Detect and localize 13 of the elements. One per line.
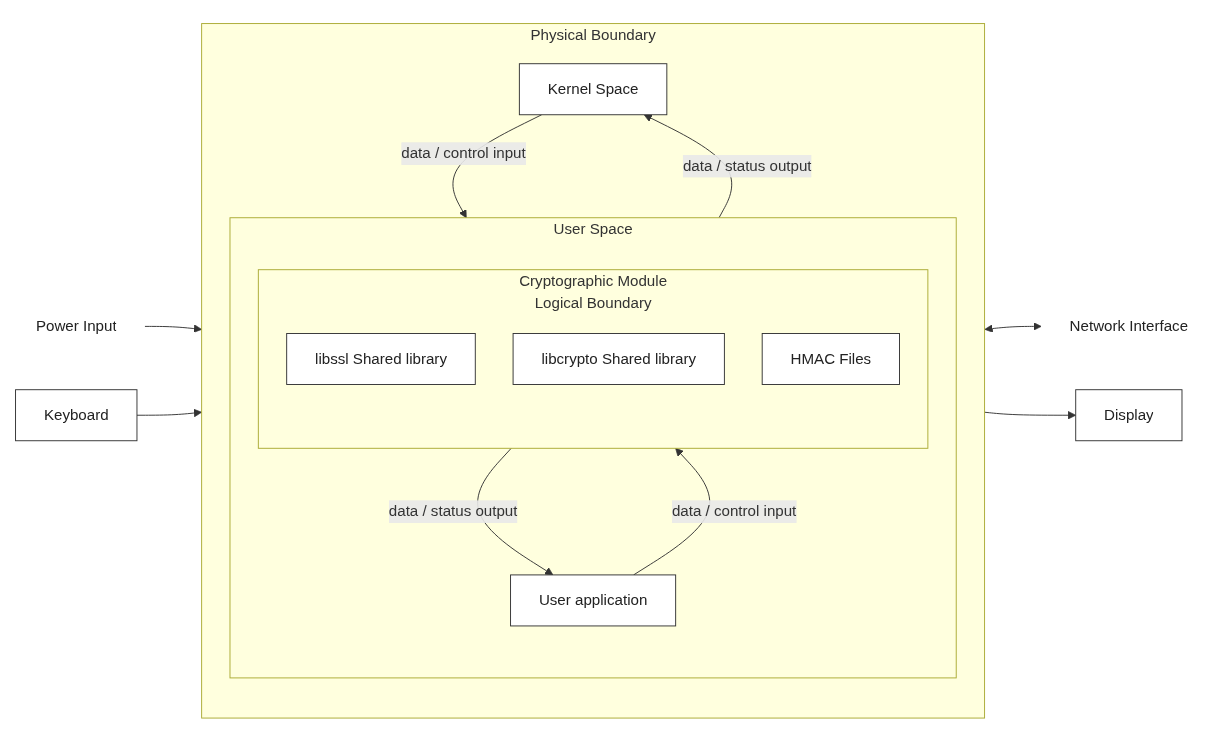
node-box: libcrypto Shared library [512, 333, 725, 386]
node-box: libssl Shared library [286, 333, 476, 386]
edge-label: data / control input [671, 503, 797, 520]
edge-label: data / control input [401, 145, 526, 162]
edge-label: data / status output [682, 157, 812, 174]
node-box: Kernel Space [518, 63, 668, 116]
node-text: Power Input [35, 318, 117, 335]
edge-label: data / status output [388, 503, 518, 520]
node-box: User application [510, 574, 677, 627]
node-box: HMAC Files [761, 333, 900, 386]
node-text: Network Interface [1069, 318, 1189, 335]
node-box: Keyboard [15, 389, 138, 442]
node-box: Display [1075, 389, 1183, 442]
